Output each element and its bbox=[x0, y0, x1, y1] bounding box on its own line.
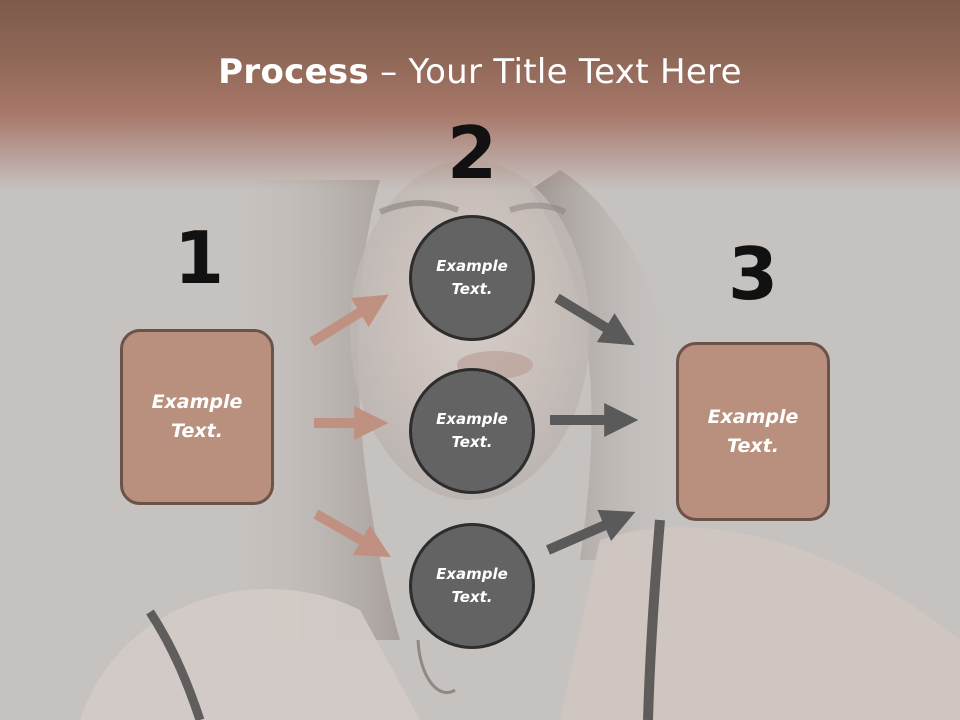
arrow-1-to-2c bbox=[313, 509, 391, 558]
step-number-1: 1 bbox=[173, 216, 225, 300]
step-number-3: 3 bbox=[727, 232, 779, 316]
title-bold: Process bbox=[218, 52, 370, 92]
step-2-circle-3: Example Text. bbox=[409, 523, 535, 649]
arrow-2a-to-3 bbox=[554, 293, 635, 346]
step-1-box: Example Text. bbox=[120, 329, 274, 505]
title-rest: Your Title Text Here bbox=[408, 52, 742, 92]
step-3-text: Example Text. bbox=[707, 405, 799, 457]
step-1-text: Example Text. bbox=[151, 391, 243, 442]
arrow-1-to-2a bbox=[309, 294, 389, 347]
step-2-circle-2-text: Example Text. bbox=[436, 410, 508, 451]
title-band bbox=[0, 0, 960, 190]
slide-title: Process – Your Title Text Here bbox=[0, 52, 960, 92]
step-2-circle-2: Example Text. bbox=[409, 368, 535, 494]
step-3-box: Example Text. bbox=[676, 342, 830, 521]
step-2-circle-1: Example Text. bbox=[409, 215, 535, 341]
step-2-circle-1-text: Example Text. bbox=[436, 257, 508, 298]
arrow-2c-to-3 bbox=[546, 509, 636, 555]
title-separator: – bbox=[369, 52, 409, 92]
step-2-circle-3-text: Example Text. bbox=[436, 565, 508, 606]
step-number-2: 2 bbox=[446, 111, 498, 195]
